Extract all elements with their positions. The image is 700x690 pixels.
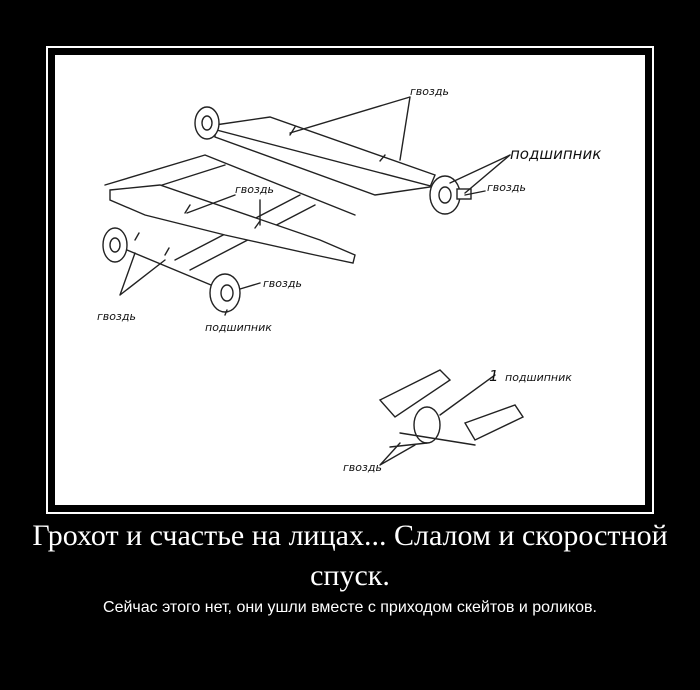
label-detail-nail: гвоздь — [343, 461, 382, 474]
label-nail-left: гвоздь — [97, 310, 136, 323]
sketch-image: гвоздь подшипник гвоздь гвоздь гвоздь гв… — [55, 55, 645, 505]
top-right-wheel — [429, 175, 461, 215]
label-bearing-right: подшипник — [510, 145, 601, 163]
top-board — [214, 116, 436, 196]
frame-rails — [104, 154, 356, 271]
label-nail-middle: гвоздь — [235, 183, 274, 196]
label-nail-top: гвоздь — [410, 85, 449, 98]
detail-leaders — [379, 374, 496, 466]
label-detail-bearing: подшипник — [505, 371, 572, 384]
label-bearing-lower: подшипник — [205, 321, 272, 334]
poster-subtitle: Сейчас этого нет, они ушли вместе с прих… — [103, 599, 597, 616]
lower-right-wheel — [209, 273, 241, 313]
nail-marks — [134, 126, 386, 256]
top-axle — [204, 126, 466, 196]
detail-board-right — [463, 404, 525, 441]
poster-title: Грохот и счастье на лицах... Слалом и ск… — [32, 519, 668, 592]
front-board — [109, 184, 356, 264]
leader-lines — [119, 96, 511, 316]
label-nail-right: гвоздь — [487, 181, 526, 194]
label-nail-lower: гвоздь — [263, 277, 302, 290]
scooter-sketch: гвоздь подшипник гвоздь гвоздь гвоздь гв… — [97, 85, 601, 474]
label-detail-count: 1 — [489, 367, 499, 385]
lower-left-wheel — [102, 227, 128, 263]
detail-board-left — [378, 369, 452, 418]
top-left-wheel — [194, 106, 220, 140]
